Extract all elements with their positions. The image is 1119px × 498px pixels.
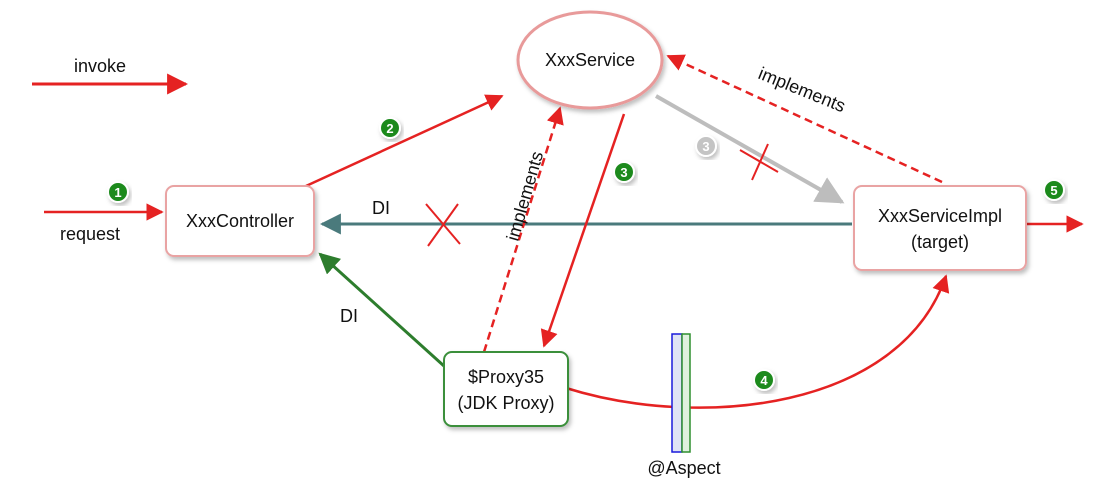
di-label-bottom: DI xyxy=(340,306,358,326)
xxx-service-node: XxxService xyxy=(516,10,664,110)
proxy-implements-service-arrow xyxy=(482,106,564,353)
step-2-number: 2 xyxy=(386,121,393,136)
xxx-service-impl-label: XxxServiceImpl xyxy=(878,206,1002,226)
impl-implements-service-arrow xyxy=(666,54,943,184)
implements-label-top: implements xyxy=(756,63,849,116)
xxx-service-label: XxxService xyxy=(545,50,635,70)
step-1-number: 1 xyxy=(114,185,121,200)
step-badge-3-inactive: 3 xyxy=(695,135,717,157)
implements-label-proxy: implements xyxy=(503,149,548,243)
jdk-proxy-label: (JDK Proxy) xyxy=(457,393,554,413)
aspect-interceptor xyxy=(671,333,691,453)
aspect-label: @Aspect xyxy=(647,458,720,478)
xxx-service-impl-node: XxxServiceImpl (target) xyxy=(853,185,1027,271)
legend-label: invoke xyxy=(74,56,126,76)
di-label-top: DI xyxy=(372,198,390,218)
cross-mark-icon xyxy=(425,203,461,247)
step-3-number: 3 xyxy=(620,165,627,180)
step-badge-4: 4 xyxy=(753,369,775,391)
step-5-number: 5 xyxy=(1050,183,1057,198)
target-label: (target) xyxy=(911,232,969,252)
proxy-to-impl-curve-arrow xyxy=(565,274,950,409)
xxx-controller-node: XxxController xyxy=(165,185,315,257)
request-label: request xyxy=(60,224,120,244)
step-badge-5: 5 xyxy=(1043,179,1065,201)
proxy-label: $Proxy35 xyxy=(468,367,544,387)
proxy-to-controller-di-arrow xyxy=(318,252,446,368)
service-to-proxy-arrow xyxy=(540,113,626,348)
step-badge-2: 2 xyxy=(379,117,401,139)
proxy-node: $Proxy35 (JDK Proxy) xyxy=(443,351,569,427)
xxx-controller-label: XxxController xyxy=(186,211,294,231)
service-to-impl-inactive-arrow xyxy=(655,94,845,204)
cross-mark-icon xyxy=(739,143,779,181)
step-3-inactive-number: 3 xyxy=(702,139,709,154)
controller-to-service-arrow xyxy=(305,94,504,188)
step-badge-1: 1 xyxy=(107,181,129,203)
step-badge-3: 3 xyxy=(613,161,635,183)
step-4-number: 4 xyxy=(760,373,768,388)
